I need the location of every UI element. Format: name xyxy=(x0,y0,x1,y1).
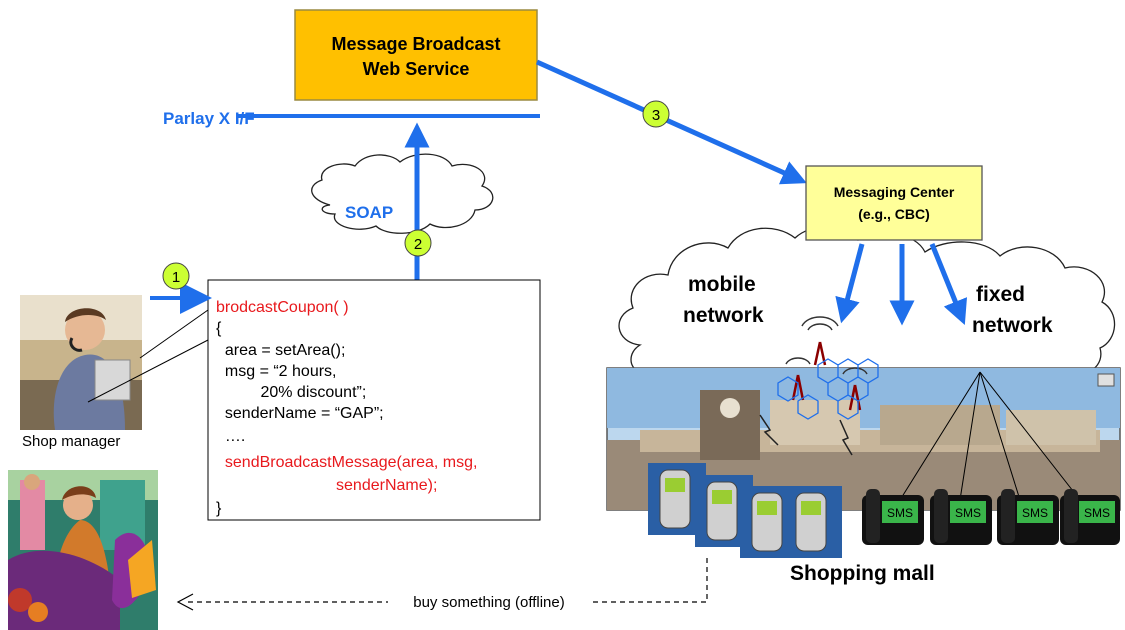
shopper-illustration xyxy=(8,470,158,630)
desk-phone-icon: SMS xyxy=(862,489,924,545)
broadcast-service-title-2: Web Service xyxy=(363,59,470,79)
buy-dashed-path xyxy=(185,558,708,603)
network-cloud xyxy=(618,226,1116,381)
parlay-interface-label: Parlay X I/F xyxy=(163,109,255,128)
step-2-label: 2 xyxy=(414,236,422,253)
fixed-network-label-2: network xyxy=(972,314,1053,337)
shop-manager-photo xyxy=(20,295,142,430)
sms-label: SMS xyxy=(955,506,981,520)
code-line: …. xyxy=(216,428,245,445)
messaging-center-box[interactable] xyxy=(805,165,983,241)
broadcast-service-title-1: Message Broadcast xyxy=(331,34,500,54)
soap-label: SOAP xyxy=(345,203,393,222)
shop-manager-label: Shop manager xyxy=(22,433,120,450)
bubble-tail-lower xyxy=(87,339,209,403)
code-line: { xyxy=(216,320,222,337)
code-line: msg = “2 hours, xyxy=(216,363,337,380)
code-line: area = setArea(); xyxy=(216,342,345,359)
step-3-label: 3 xyxy=(652,107,660,124)
sms-label: SMS xyxy=(1022,506,1048,520)
mobile-network-label-1: mobile xyxy=(688,273,756,296)
fixed-lines xyxy=(899,371,1081,501)
step-2-marker xyxy=(404,229,432,257)
messaging-center-title-1: Messaging Center xyxy=(834,184,955,200)
soap-cloud xyxy=(311,153,494,234)
step-1-label: 1 xyxy=(172,269,180,286)
buy-label-bg xyxy=(388,590,590,612)
code-line: } xyxy=(216,500,222,517)
sms-label: SMS xyxy=(887,506,913,520)
center-to-fixed-arrow xyxy=(929,243,968,325)
center-to-mobile-arrow xyxy=(835,243,865,324)
desk-phone-icon: SMS xyxy=(930,489,992,545)
cell-tower-icon xyxy=(759,316,879,456)
sms-label: SMS xyxy=(1084,506,1110,520)
bubble-tail-upper xyxy=(139,309,209,359)
buy-label: buy something (offline) xyxy=(413,594,564,611)
code-line: 20% discount”; xyxy=(216,384,366,401)
broadcast-service-box[interactable] xyxy=(294,9,538,101)
mobile-network-label-2: network xyxy=(683,304,764,327)
code-line: senderName); xyxy=(216,477,437,494)
step-3-arrow xyxy=(535,59,807,185)
code-line: brodcastCoupon( ) xyxy=(216,299,349,316)
buy-arrow-head xyxy=(176,593,194,611)
code-line: sendBroadcastMessage(area, msg, xyxy=(216,454,477,471)
code-line: senderName = “GAP”; xyxy=(216,405,384,422)
messaging-center-title-2: (e.g., CBC) xyxy=(858,206,930,222)
step-1-marker xyxy=(162,262,190,290)
code-box xyxy=(207,279,541,521)
desk-phone-icon: SMS xyxy=(1060,489,1120,545)
mobile-phone-icon xyxy=(784,486,842,558)
step-3-marker xyxy=(642,100,670,128)
fixed-network-label-1: fixed xyxy=(976,283,1025,306)
desk-phone-icon: SMS xyxy=(997,489,1059,545)
shopping-mall-label: Shopping mall xyxy=(790,562,935,585)
